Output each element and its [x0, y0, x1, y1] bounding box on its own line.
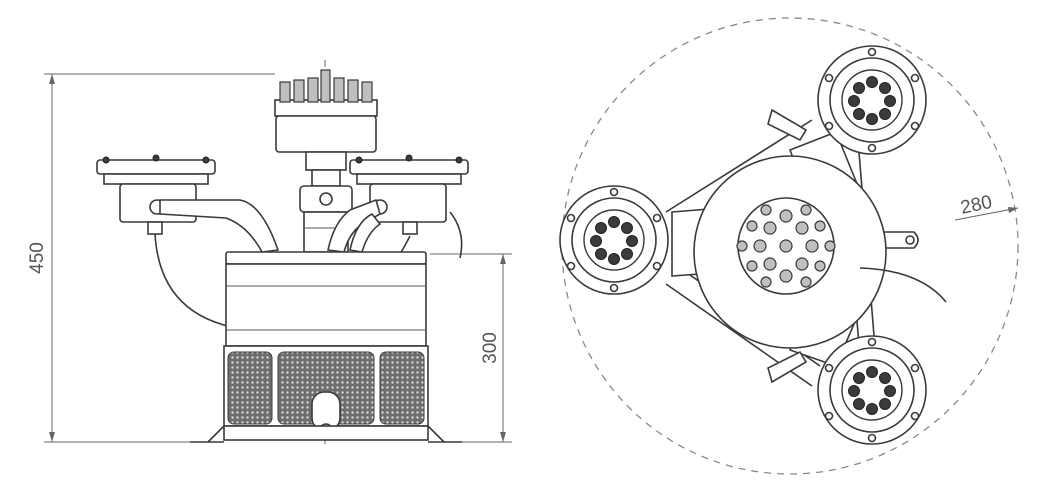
- base-housing: [190, 251, 462, 443]
- lamp-top-right: [817, 45, 927, 155]
- nozzle-cluster: [736, 204, 836, 288]
- mesh-panel-left: [227, 351, 273, 425]
- radius-280-label: 280: [959, 192, 994, 219]
- top-view: 280: [559, 17, 1019, 475]
- nozzle-head: [274, 69, 378, 171]
- lamp-left: [559, 185, 669, 295]
- height-450-label: 450: [27, 242, 48, 274]
- height-300-label: 300: [480, 332, 501, 364]
- lamp-bottom-right: [817, 335, 927, 445]
- left-light: [96, 154, 411, 332]
- cable: [859, 267, 947, 303]
- height-450-dimension: 450: [27, 73, 275, 443]
- radius-280-dimension: 280: [954, 192, 1019, 221]
- right-light: [327, 154, 469, 259]
- side-view: 450 300: [27, 60, 512, 446]
- mesh-panel-right: [379, 351, 425, 425]
- nozzle-array: [279, 69, 373, 103]
- height-300-dimension: 300: [430, 253, 512, 443]
